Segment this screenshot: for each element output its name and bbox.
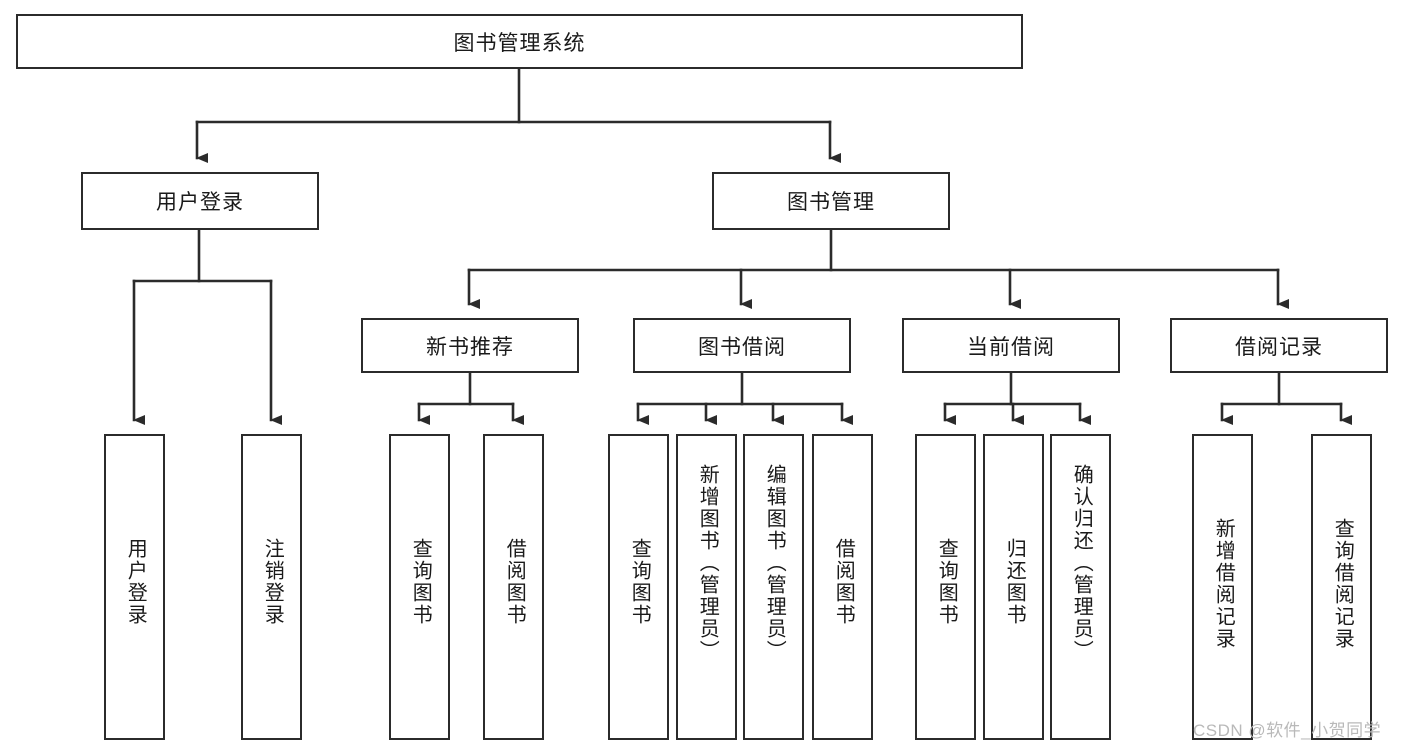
node-leaf-query-book-rec-label: 查询图书 (409, 538, 432, 626)
node-root[interactable]: 图书管理系统 (16, 14, 1023, 69)
csdn-watermark: CSDN @软件_小贺同学 (1193, 721, 1382, 740)
node-leaf-add-book-label: 新增图书（管理员） (696, 464, 719, 662)
node-book-borrow-label: 图书借阅 (698, 335, 786, 359)
node-leaf-return-book[interactable]: 归还图书 (983, 434, 1044, 740)
node-leaf-query-record[interactable]: 查询借阅记录 (1311, 434, 1372, 740)
node-user-login[interactable]: 用户登录 (81, 172, 319, 230)
node-borrow-record[interactable]: 借阅记录 (1170, 318, 1388, 373)
node-leaf-query-book-cur[interactable]: 查询图书 (915, 434, 976, 740)
node-leaf-edit-book-label: 编辑图书（管理员） (763, 464, 786, 662)
node-user-login-label: 用户登录 (156, 191, 244, 214)
node-leaf-borrow-book-rec[interactable]: 借阅图书 (483, 434, 544, 740)
node-book-manage[interactable]: 图书管理 (712, 172, 950, 230)
node-leaf-add-record[interactable]: 新增借阅记录 (1192, 434, 1253, 740)
node-new-book-rec[interactable]: 新书推荐 (361, 318, 579, 373)
node-leaf-query-book-cur-label: 查询图书 (935, 538, 958, 626)
node-book-borrow[interactable]: 图书借阅 (633, 318, 851, 373)
node-borrow-record-label: 借阅记录 (1235, 335, 1323, 359)
node-leaf-query-book-borrow[interactable]: 查询图书 (608, 434, 669, 740)
node-new-book-rec-label: 新书推荐 (426, 335, 514, 359)
node-leaf-logout-label: 注销登录 (261, 538, 284, 626)
node-leaf-query-book-borrow-label: 查询图书 (628, 538, 651, 626)
node-current-borrow[interactable]: 当前借阅 (902, 318, 1120, 373)
node-root-label: 图书管理系统 (453, 31, 586, 55)
node-leaf-borrow-book-rec-label: 借阅图书 (503, 538, 526, 626)
node-leaf-borrow-book[interactable]: 借阅图书 (812, 434, 873, 740)
node-book-manage-label: 图书管理 (787, 191, 875, 214)
node-current-borrow-label: 当前借阅 (967, 335, 1055, 359)
node-leaf-edit-book[interactable]: 编辑图书（管理员） (743, 434, 804, 740)
node-leaf-return-book-label: 归还图书 (1003, 538, 1026, 626)
node-leaf-query-book-rec[interactable]: 查询图书 (389, 434, 450, 740)
node-leaf-user-login[interactable]: 用户登录 (104, 434, 165, 740)
node-leaf-confirm-return-label: 确认归还（管理员） (1070, 464, 1093, 662)
node-leaf-query-record-label: 查询借阅记录 (1331, 518, 1354, 650)
node-leaf-borrow-book-label: 借阅图书 (832, 538, 855, 626)
node-leaf-logout[interactable]: 注销登录 (241, 434, 302, 740)
node-leaf-user-login-label: 用户登录 (124, 538, 147, 626)
node-leaf-add-record-label: 新增借阅记录 (1212, 518, 1235, 650)
node-leaf-confirm-return[interactable]: 确认归还（管理员） (1050, 434, 1111, 740)
node-leaf-add-book[interactable]: 新增图书（管理员） (676, 434, 737, 740)
